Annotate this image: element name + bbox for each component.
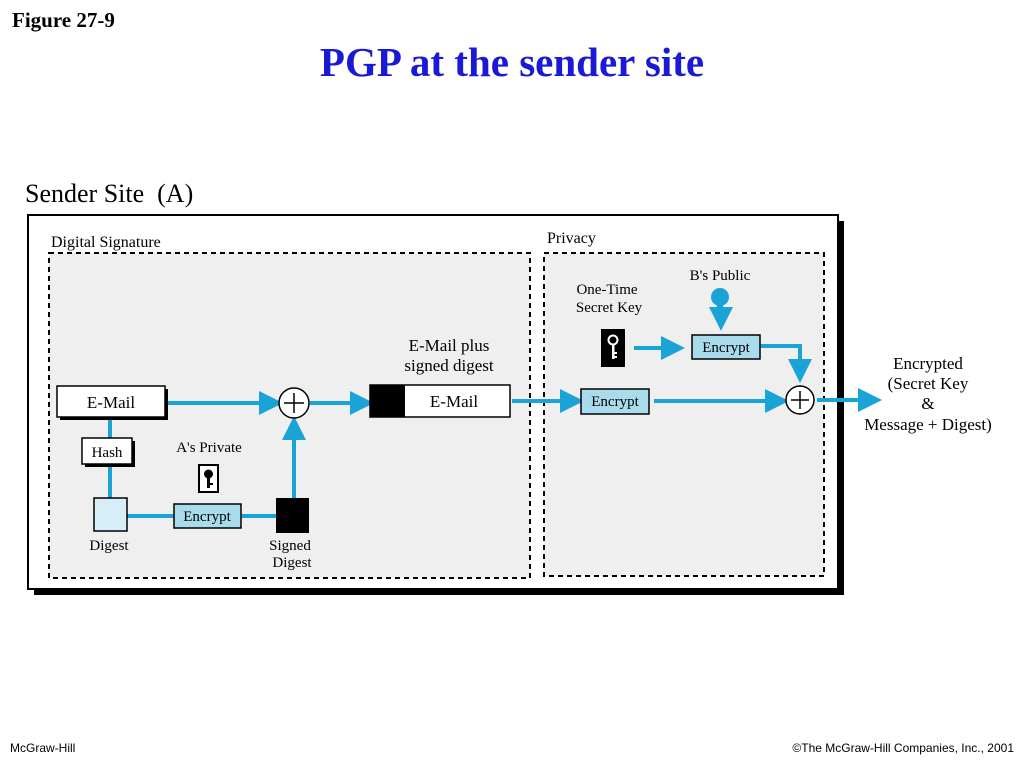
digest-label: Digest	[89, 538, 129, 554]
public-key-icon	[711, 288, 729, 322]
message-encrypt-label: Encrypt	[591, 394, 639, 410]
output-label-3: &	[921, 394, 934, 413]
signature-encrypt-box	[173, 503, 242, 529]
private-key-label: A's Private	[176, 440, 242, 456]
key-encrypt-label: Encrypt	[702, 340, 750, 356]
hash-box-label: Hash	[92, 445, 123, 461]
arrow-encrypted-key-to-final-combine	[760, 344, 812, 383]
private-key-icon	[204, 469, 213, 488]
digital-signature-label: Digital Signature	[51, 234, 161, 251]
secret-key-icon	[607, 334, 619, 359]
output-label-4: Message + Digest)	[864, 415, 992, 434]
output-label-1: Encrypted	[893, 354, 963, 373]
key-encrypt-box	[691, 334, 761, 360]
signed-digest-label-2: Digest	[272, 555, 312, 571]
signed-digest-label-1: Signed	[269, 538, 311, 554]
hash-box	[81, 437, 133, 465]
sender-site-label: Sender Site (A)	[25, 179, 193, 208]
email-box	[56, 385, 166, 418]
figure-label: Figure 27-9	[12, 8, 115, 32]
footer-publisher: McGraw-Hill	[10, 741, 76, 755]
public-key-label: B's Public	[690, 268, 751, 284]
signature-encrypt-label: Encrypt	[183, 509, 231, 525]
digest-box	[93, 497, 128, 532]
slide-title: PGP at the sender site	[319, 39, 705, 85]
email-box-label: E-Mail	[87, 393, 135, 412]
output-label-2: (Secret Key	[888, 374, 969, 393]
combined-email-label: E-Mail	[430, 392, 478, 411]
message-encrypt-box	[580, 388, 650, 415]
combined-digest-block	[370, 385, 405, 417]
combined-label-2: signed digest	[404, 356, 494, 375]
footer-copyright: ©The McGraw-Hill Companies, Inc., 2001	[792, 741, 1014, 755]
secret-key-label-1: One-Time	[576, 282, 637, 298]
privacy-label: Privacy	[547, 230, 596, 247]
secret-key-label-2: Secret Key	[576, 300, 643, 316]
combined-label-1: E-Mail plus	[409, 336, 490, 355]
signed-digest-box	[276, 498, 309, 533]
